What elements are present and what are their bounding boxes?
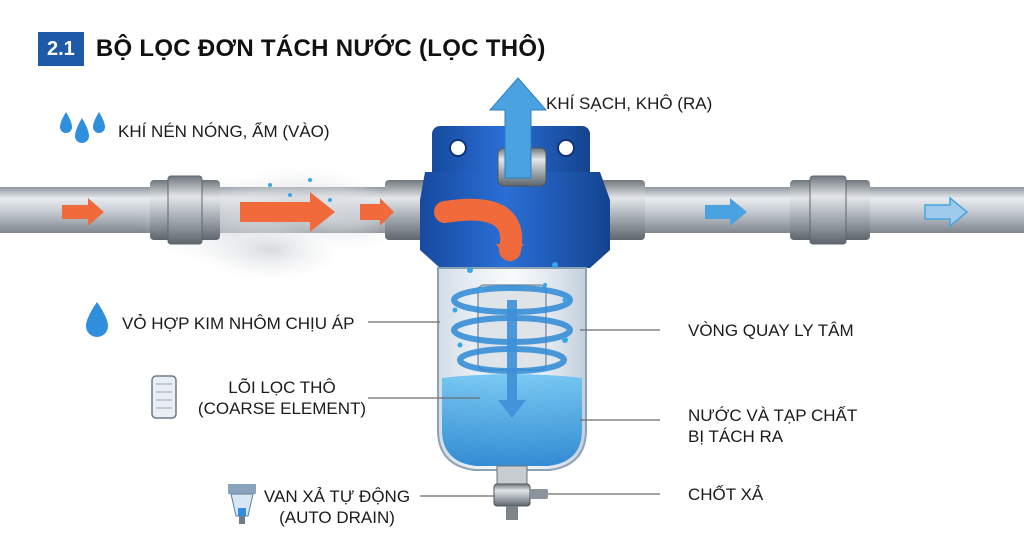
inlet-arrow-2 [240, 192, 335, 232]
leader-lines [368, 321, 660, 497]
moisture-droplets [268, 178, 568, 348]
element-label-line2: (COARSE ELEMENT) [197, 399, 367, 418]
water-label-line2: BỊ TÁCH RA [688, 427, 784, 446]
flow-turn-arrow [434, 198, 523, 261]
housing-label: VỎ HỢP KIM NHÔM CHỊU ÁP [122, 314, 355, 333]
section-number-badge: 2.1 [38, 32, 84, 66]
inlet-arrow-3 [360, 198, 394, 226]
vortex-label: VÒNG QUAY LY TÂM [688, 321, 854, 340]
water-drops-icon [60, 112, 105, 143]
page-title: BỘ LỌC ĐƠN TÁCH NƯỚC (LỌC THÔ) [95, 35, 546, 62]
pipe-fitting-right [790, 175, 870, 245]
drain-label-line1: VAN XẢ TỰ ĐỘNG [263, 487, 411, 506]
inlet-label: KHÍ NÉN NÓNG, ẨM (VÀO) [118, 122, 330, 141]
outlet-arrows [705, 196, 969, 228]
auto-drain-icon [228, 484, 256, 524]
water-label: NƯỚC VÀ TẠP CHẤT BỊ TÁCH RA [688, 405, 857, 447]
inlet-arrow-1 [62, 198, 104, 226]
filter-cartridge-icon [151, 375, 177, 419]
inlet-arrows [62, 192, 394, 232]
drain-pin-label: CHỐT XẢ [688, 485, 764, 504]
water-label-line1: NƯỚC VÀ TẠP CHẤT [688, 406, 858, 425]
outlet-up-arrow [488, 77, 548, 179]
water-drop-icon [86, 302, 108, 337]
outlet-arrow-1 [705, 198, 747, 226]
outlet-arrow-2 [924, 196, 969, 228]
title-bar: 2.1 BỘ LỌC ĐƠN TÁCH NƯỚC (LỌC THÔ) [38, 31, 546, 67]
pipe-fitting-left [150, 175, 220, 245]
separated-water [442, 374, 582, 466]
drain-valve [493, 465, 548, 520]
drain-label-line2: (AUTO DRAIN) [279, 508, 395, 527]
outlet-label: KHÍ SẠCH, KHÔ (RA) [546, 94, 713, 113]
element-label: LÕI LỌC THÔ (COARSE ELEMENT) [192, 377, 372, 419]
drain-label: VAN XẢ TỰ ĐỘNG (AUTO DRAIN) [262, 486, 412, 528]
filter-bowl [437, 267, 587, 471]
element-label-line1: LÕI LỌC THÔ [228, 378, 336, 397]
